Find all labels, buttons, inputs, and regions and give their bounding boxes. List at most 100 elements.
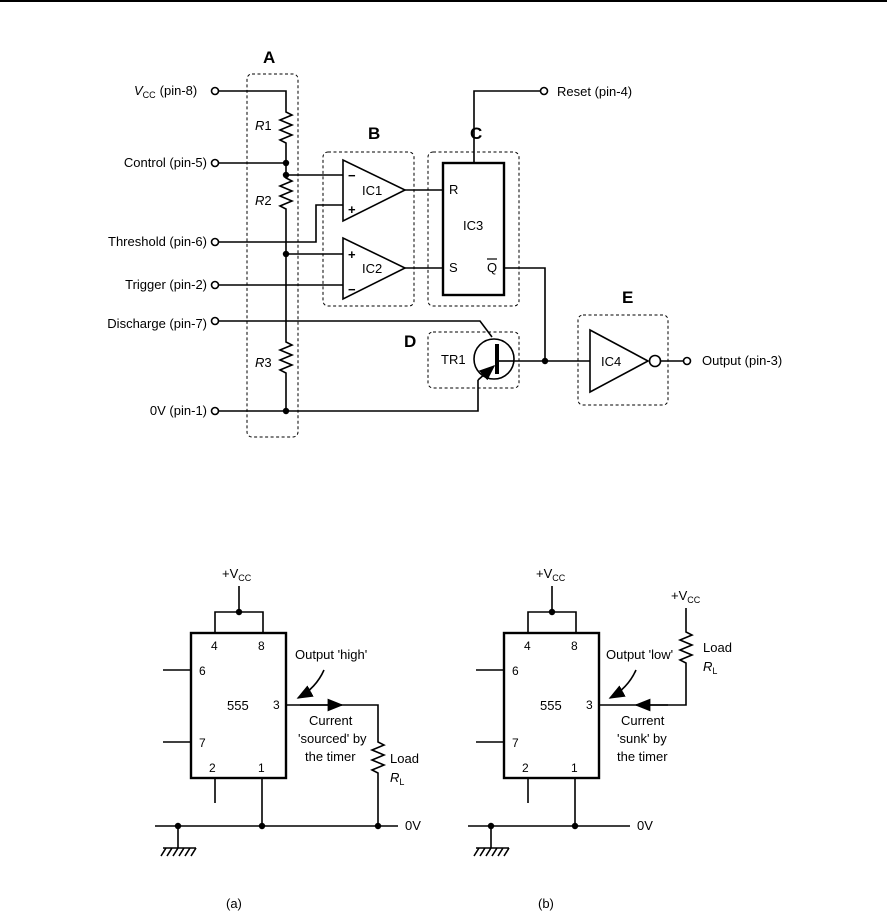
output-terminal (682, 356, 692, 366)
r3-label: R3 (255, 355, 272, 370)
circuit-b-pin8: 8 (571, 639, 578, 653)
junction-ground (282, 407, 290, 415)
reset-pin-label: Reset (pin-4) (557, 84, 632, 99)
reset-wire (473, 90, 540, 163)
ground-pin-label: 0V (pin-1) (150, 403, 207, 418)
circuit-a-pin4: 4 (211, 639, 218, 653)
transistor-emitter (477, 364, 496, 381)
reset-terminal (539, 86, 549, 96)
circuit-b-pin7: 7 (512, 736, 519, 750)
circuit-b-load-label: Load (703, 640, 732, 655)
ic3-qbar-output: Q (487, 260, 497, 275)
transistor-tr1: TR1 (441, 338, 515, 381)
control-terminal (210, 158, 220, 168)
circuit-a-rl-label: RL (390, 770, 404, 787)
circuit-a-chip-label: 555 (227, 698, 249, 713)
circuit-b-current-line3: the timer (617, 749, 668, 764)
circuit-a-annotation-arrow (296, 669, 325, 699)
circuit-b-pin6: 6 (512, 664, 519, 678)
transistor-envelope (473, 338, 515, 380)
circuit-a-earth-icon (160, 826, 197, 857)
circuit-a-load-path (286, 704, 387, 826)
resistor-r2 (277, 163, 295, 285)
circuit-b-current-line1: Current (621, 713, 665, 728)
ic1-plus-sign: + (348, 202, 356, 217)
circuit-a-pins-4-8-bridge (214, 611, 264, 633)
circuit-b-load-path (599, 608, 695, 706)
block-e-label: E (622, 288, 633, 307)
circuit-b-rl-label: RL (703, 659, 717, 676)
junction-r2-top (282, 171, 290, 179)
qbar-wire (504, 267, 546, 361)
circuit-a-caption: (a) (226, 896, 242, 911)
block-a-outline (246, 73, 299, 438)
inverter-bubble (648, 354, 662, 368)
circuit-b-load-vcc-label: +VCC (671, 588, 701, 605)
circuit-b-current-line2: 'sunk' by (617, 731, 667, 746)
r2-label: R2 (255, 193, 272, 208)
trigger-pin-label: Trigger (pin-2) (125, 277, 207, 292)
circuit-a-load-label: Load (390, 751, 419, 766)
block-b-outline (322, 151, 415, 307)
discharge-terminal (210, 316, 220, 326)
circuit-a-pin7: 7 (199, 736, 206, 750)
circuit-b-pin3: 3 (586, 698, 593, 712)
circuit-b-junction-pin1 (571, 822, 579, 830)
ic2-label: IC2 (362, 261, 382, 276)
resistor-r3 (277, 285, 295, 411)
block-a-label: A (263, 48, 275, 67)
discharge-wire (219, 320, 493, 338)
threshold-terminal (210, 237, 220, 247)
tr1-label: TR1 (441, 352, 466, 367)
ic3-r-input: R (449, 182, 458, 197)
comparator-ic1: IC1 − + (342, 158, 407, 223)
comparator-ic2: IC2 + − (342, 236, 407, 301)
circuit-a-annotation: Output 'high' (295, 647, 367, 662)
circuit-b-sunk: +VCC 4 8 6 3 7 2 1 555 +VCC 0V Output 'l… (468, 566, 732, 911)
circuit-a-pin6: 6 (199, 664, 206, 678)
top-rule (0, 0, 887, 2)
circuit-b-pins-4-8-bridge (527, 611, 577, 633)
circuit-a-ground-label: 0V (405, 818, 421, 833)
circuit-b-pin1: 1 (571, 761, 578, 775)
ground-terminal (210, 406, 220, 416)
circuit-b-chip-label: 555 (540, 698, 562, 713)
circuit-b-earth-icon (473, 826, 510, 857)
circuit-a-sourced: +VCC 4 8 6 3 7 2 1 555 0V Output 'high' … (155, 566, 421, 911)
circuit-b-annotation-arrow (608, 669, 637, 699)
block-e-outline (577, 314, 669, 406)
threshold-wire (219, 204, 343, 243)
circuit-a-current-line3: the timer (305, 749, 356, 764)
discharge-pin-label: Discharge (pin-7) (107, 316, 207, 331)
resistor-r1 (219, 90, 295, 163)
circuit-a-pin3: 3 (273, 698, 280, 712)
flipflop-ic3: R S Q IC3 (441, 161, 506, 297)
circuit-a-junction-pin1 (258, 822, 266, 830)
circuit-a-current-line2: 'sourced' by (298, 731, 367, 746)
ic1-label: IC1 (362, 183, 382, 198)
junction-control (282, 159, 290, 167)
circuit-b-pin2: 2 (522, 761, 529, 775)
vcc-pin-label: VCC(pin-8) (134, 83, 197, 100)
circuit-b-annotation: Output 'low' (606, 647, 673, 662)
control-pin-label: Control (pin-5) (124, 155, 207, 170)
ic1-minus-sign: − (348, 168, 356, 183)
block-d-label: D (404, 332, 416, 351)
ground-rail (219, 380, 479, 412)
circuit-a-current-line1: Current (309, 713, 353, 728)
junction-output (541, 357, 549, 365)
output-pin-label: Output (pin-3) (702, 353, 782, 368)
inverter-ic4: IC4 (589, 328, 662, 394)
threshold-pin-label: Threshold (pin-6) (108, 234, 207, 249)
block-c-label: C (470, 124, 482, 143)
r1-label: R1 (255, 118, 272, 133)
circuit-b-caption: (b) (538, 896, 554, 911)
ic3-s-input: S (449, 260, 458, 275)
block-b-label: B (368, 124, 380, 143)
circuit-a-junction-load (374, 822, 382, 830)
trigger-terminal (210, 280, 220, 290)
junction-r2-bottom (282, 250, 290, 258)
vcc-terminal (210, 86, 220, 96)
internal-block-diagram: A B C D E VCC(pin-8) Control (pin-5) Thr… (107, 48, 782, 438)
